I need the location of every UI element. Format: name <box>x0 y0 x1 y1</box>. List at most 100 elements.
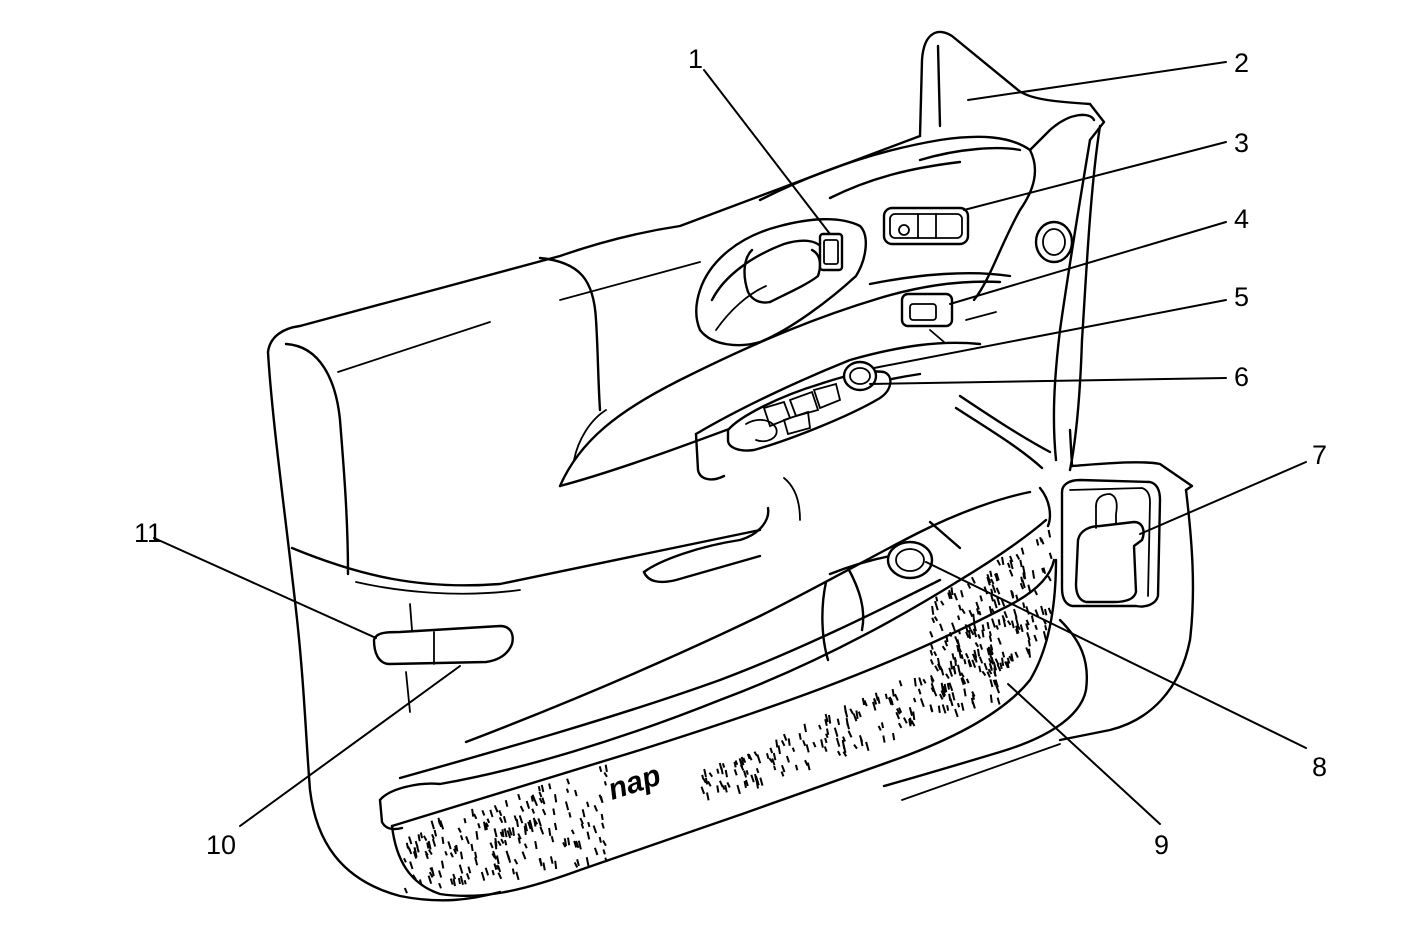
carpet-speck <box>430 820 435 830</box>
carpet-speck <box>1001 615 1006 622</box>
carpet-speck <box>971 701 976 709</box>
carpet-speck <box>891 688 895 697</box>
carpet-speck <box>427 840 432 850</box>
carpet-speck <box>994 573 999 582</box>
carpet-speck <box>824 718 828 727</box>
carpet-speck <box>502 815 507 824</box>
carpet-speck <box>990 578 995 585</box>
carpet-speck <box>497 840 502 847</box>
carpet-speck <box>956 644 960 652</box>
callout-7: 7 <box>1312 440 1327 470</box>
carpet-speck <box>601 822 605 829</box>
carpet-speck <box>428 871 434 878</box>
carpet-speck <box>743 780 747 789</box>
carpet-speck <box>540 784 545 793</box>
carpet-speck <box>988 662 993 670</box>
carpet-speck <box>894 693 899 701</box>
carpet-speck <box>895 711 901 720</box>
carpet-speck <box>533 819 539 825</box>
carpet-speck <box>538 791 543 798</box>
carpet-speck <box>1015 553 1021 560</box>
carpet-speck <box>541 808 547 816</box>
carpet-speck <box>428 849 433 856</box>
carpet-speck <box>937 705 941 714</box>
carpet-speck <box>960 672 965 678</box>
carpet-speck <box>961 608 966 615</box>
carpet-speck <box>427 875 433 885</box>
carpet-speck <box>1011 591 1015 598</box>
carpet-speck <box>986 576 991 586</box>
carpet-speck <box>409 861 414 870</box>
carpet-speck <box>480 871 486 881</box>
carpet-speck <box>598 766 603 773</box>
carpet-speck <box>1015 594 1019 601</box>
carpet-speck <box>803 723 807 733</box>
carpet-speck <box>978 656 984 664</box>
carpet-speck <box>511 827 515 836</box>
carpet-speck <box>922 678 927 684</box>
carpet-speck <box>539 826 545 835</box>
carpet-speck <box>934 600 939 611</box>
carpet-speck <box>603 771 608 778</box>
carpet-speck <box>733 769 738 776</box>
carpet-speck <box>913 677 917 687</box>
carpet-speck <box>413 847 418 857</box>
carpet-speck <box>981 670 987 677</box>
carpet-speck <box>604 764 608 773</box>
carpet-speck <box>812 741 817 748</box>
carpet-speck <box>987 646 992 656</box>
carpet-speck <box>769 747 774 754</box>
carpet-speck <box>842 743 847 754</box>
carpet-speck <box>884 693 888 700</box>
carpet-speck <box>549 856 554 864</box>
carpet-speck <box>474 851 478 859</box>
carpet-speck <box>766 752 770 760</box>
carpet-speck <box>738 758 744 768</box>
carpet-speck <box>568 812 572 818</box>
carpet-speck <box>973 649 978 659</box>
carpet-speck <box>592 825 598 834</box>
carpet-speck <box>995 587 1001 595</box>
carpet-speck <box>532 817 537 827</box>
carpet-speck <box>989 644 994 651</box>
carpet-speck <box>863 700 868 707</box>
carpet-speck <box>945 634 949 643</box>
carpet-speck <box>508 827 513 836</box>
carpet-speck <box>598 836 602 843</box>
carpet-speck <box>844 709 849 718</box>
carpet-speck <box>849 708 854 715</box>
carpet-speck <box>1044 608 1048 616</box>
carpet-speck <box>990 588 994 594</box>
carpet-speck <box>940 600 945 606</box>
carpet-speck <box>513 815 518 822</box>
carpet-speck <box>887 697 893 706</box>
carpet-speck <box>824 713 829 723</box>
carpet-speck <box>888 696 894 704</box>
carpet-speck <box>1048 552 1053 560</box>
carpet-speck <box>1006 661 1010 669</box>
carpet-speck <box>972 628 978 638</box>
carpet-speck <box>820 739 824 748</box>
carpet-speck <box>785 755 790 763</box>
carpet-speck <box>542 862 546 871</box>
carpet-speck <box>995 624 999 630</box>
carpet-speck <box>531 808 536 814</box>
carpet-speck <box>847 730 853 738</box>
carpet-speck <box>948 667 954 677</box>
leader-10 <box>239 665 461 827</box>
carpet-speck <box>934 665 939 672</box>
carpet-speck <box>956 702 961 708</box>
carpet-speck <box>506 830 512 839</box>
carpet-speck <box>533 798 539 807</box>
carpet-speck <box>960 654 964 660</box>
carpet-speck <box>964 624 969 633</box>
carpet-speck <box>1001 657 1005 667</box>
carpet-speck <box>1019 624 1024 633</box>
carpet-speck <box>857 711 862 718</box>
carpet-speck <box>948 631 953 637</box>
carpet-speck <box>603 781 607 786</box>
carpet-speck <box>439 820 445 830</box>
carpet-speck <box>1020 547 1025 555</box>
carpet-speck <box>931 605 935 615</box>
carpet-speck <box>523 825 527 836</box>
